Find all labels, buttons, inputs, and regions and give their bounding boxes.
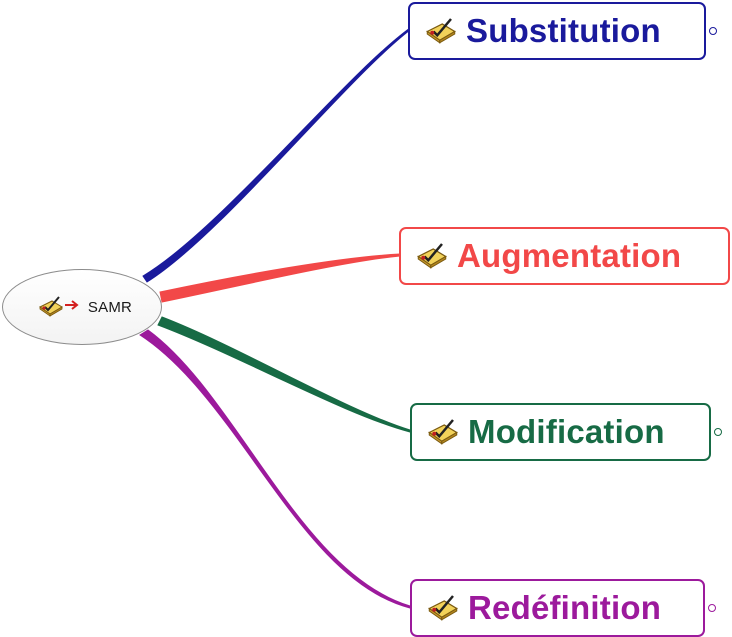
collapse-toggle-substitution[interactable] (709, 27, 717, 35)
task-icon (424, 14, 458, 49)
branch-node-redefinition[interactable]: Redéfinition (410, 579, 716, 637)
branch-label-modification: Modification (468, 413, 665, 450)
branch-label-redefinition: Redéfinition (468, 589, 662, 626)
central-topic-samr[interactable]: SAMR (2, 269, 162, 345)
branch-label-augmentation: Augmentation (457, 237, 682, 274)
branch-node-substitution[interactable]: Substitution (408, 2, 717, 60)
arrow-right-icon (64, 298, 80, 316)
central-topic-label: SAMR (87, 298, 133, 316)
branch-node-modification[interactable]: Modification (410, 403, 722, 461)
connector-substitution (142, 27, 411, 283)
branch-node-augmentation[interactable]: Augmentation (399, 227, 730, 285)
connector-augmentation (159, 253, 401, 303)
branch-label-substitution: Substitution (466, 12, 661, 49)
task-icon (38, 293, 64, 322)
connector-modification (157, 316, 411, 433)
task-icon (426, 591, 460, 626)
task-icon (415, 239, 449, 274)
collapse-toggle-modification[interactable] (714, 428, 722, 436)
task-icon (426, 415, 460, 450)
collapse-toggle-redefinition[interactable] (708, 604, 716, 612)
